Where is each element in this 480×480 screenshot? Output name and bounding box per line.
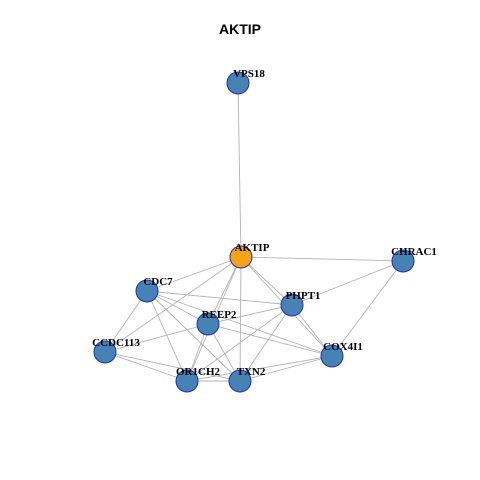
node-label-aktip: AKTIP [235, 242, 270, 254]
edge-txn2-cox4i1 [239, 355, 333, 382]
node-aktip [229, 245, 253, 269]
node-ccdc113 [93, 340, 117, 364]
node-label-ccdc113: CCDC113 [92, 337, 140, 349]
node-cox4i1 [320, 344, 344, 368]
node-vps18 [226, 71, 250, 95]
graph-title: AKTIP [219, 21, 261, 37]
edge-chrac1-cox4i1 [331, 260, 404, 357]
node-reep2 [196, 312, 220, 336]
edge-reep2-ccdc113 [104, 323, 209, 353]
node-chrac1 [391, 249, 415, 273]
edge-or1ch2-cox4i1 [186, 355, 333, 382]
node-label-vps18: VPS18 [233, 68, 265, 80]
edge-aktip-reep2 [207, 256, 242, 325]
edge-ccdc113-or1ch2 [104, 351, 188, 382]
node-or1ch2 [175, 369, 199, 393]
edge-chrac1-phpt1 [291, 260, 404, 306]
edge-cdc7-or1ch2 [146, 290, 188, 382]
edge-vps18-aktip [237, 82, 242, 258]
edge-cdc7-reep2 [146, 290, 209, 325]
node-label-cox4i1: COX4I1 [323, 341, 363, 353]
edge-aktip-chrac1 [240, 256, 404, 262]
node-phpt1 [280, 293, 304, 317]
edge-aktip-txn2 [239, 256, 242, 382]
node-layer [93, 71, 415, 393]
edge-cdc7-txn2 [146, 290, 241, 382]
node-label-or1ch2: OR1CH2 [176, 366, 221, 378]
edge-cdc7-cox4i1 [146, 290, 333, 357]
edge-phpt1-or1ch2 [186, 304, 293, 382]
node-txn2 [228, 369, 252, 393]
node-label-txn2: TXN2 [237, 366, 266, 378]
edge-reep2-cox4i1 [207, 323, 333, 357]
edge-aktip-ccdc113 [104, 256, 242, 353]
edge-cdc7-phpt1 [146, 290, 293, 306]
edge-phpt1-reep2 [207, 304, 293, 325]
edge-cdc7-ccdc113 [104, 290, 148, 353]
edge-aktip-cdc7 [146, 256, 242, 292]
node-label-chrac1: CHRAC1 [391, 246, 437, 258]
edge-layer [104, 82, 404, 382]
node-label-phpt1: PHPT1 [286, 290, 321, 302]
node-label-reep2: REEP2 [202, 309, 237, 321]
edge-aktip-phpt1 [240, 256, 293, 306]
edge-phpt1-txn2 [239, 304, 293, 382]
node-label-cdc7: CDC7 [143, 276, 173, 288]
node-cdc7 [135, 279, 159, 303]
